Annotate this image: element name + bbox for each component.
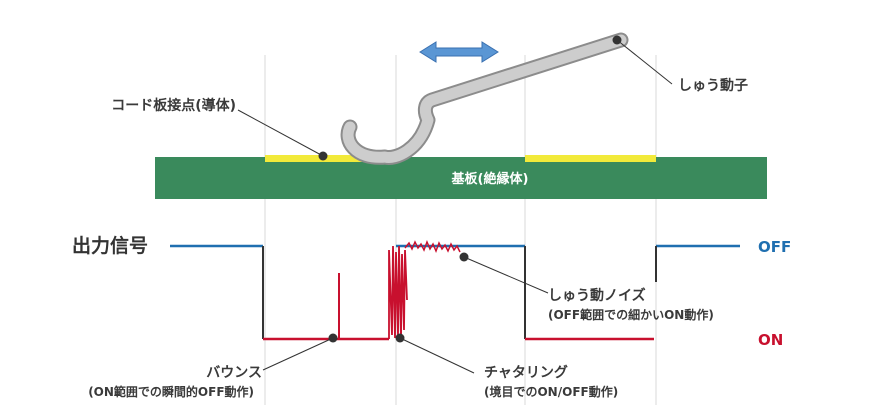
- slider-arm: [340, 32, 629, 165]
- noise-title: しゅう動ノイズ: [548, 287, 646, 304]
- substrate-board: [155, 157, 767, 199]
- off-label: OFF: [758, 238, 791, 256]
- bounce-title: バウンス: [206, 365, 262, 381]
- substrate-label: 基板(絶縁体): [451, 171, 529, 187]
- movement-arrow-icon: [419, 41, 499, 63]
- output-signal-label: 出力信号: [72, 234, 148, 257]
- chatter-dot: [395, 333, 405, 343]
- noise-leader: [463, 256, 549, 294]
- slider-label: しゅう動子: [678, 77, 748, 94]
- slider-dot: [612, 35, 622, 45]
- contact-label: コード板接点(導体): [111, 97, 236, 114]
- on-label: ON: [758, 331, 783, 349]
- bounce-dot: [328, 333, 338, 343]
- chatter-title: チャタリング: [484, 364, 568, 381]
- chatter-desc: (境目でのON/OFF動作): [484, 384, 618, 399]
- contact-pad-left: [265, 155, 396, 162]
- contact-pad-right: [525, 155, 656, 162]
- chatter-leader: [399, 337, 475, 374]
- sliding-noise: [404, 239, 461, 254]
- bounce-desc: (ON範囲での瞬間的OFF動作): [88, 384, 254, 399]
- guide-lines: [264, 55, 657, 405]
- slider-leader: [616, 39, 673, 85]
- signal-transitions: [262, 246, 657, 339]
- bounce-leader: [262, 337, 334, 371]
- noise-dot: [459, 252, 469, 262]
- noise-desc: (OFF範囲での細かいON動作): [548, 307, 714, 322]
- contact-dot: [318, 151, 328, 161]
- contact-leader: [237, 109, 324, 157]
